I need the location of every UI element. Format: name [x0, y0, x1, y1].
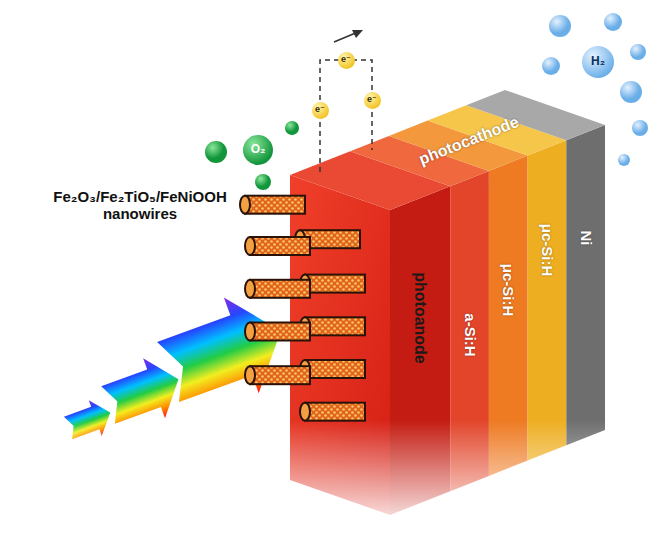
nanowire [240, 196, 305, 214]
nanowire [245, 237, 310, 255]
hydrogen-bubble [604, 13, 622, 31]
nanowire [245, 366, 310, 384]
photocathode-label: photocathode [416, 113, 521, 169]
hydrogen-bubble [632, 120, 648, 136]
ucsi-layer: μc-Si:H [536, 220, 559, 281]
node-text: a-Si:H [461, 313, 478, 356]
node-text: e⁻ [341, 55, 351, 65]
node-text: H₂ [591, 55, 605, 68]
hydrogen-bubble [620, 81, 642, 103]
electron: e⁻ [338, 52, 355, 69]
layer-side [528, 140, 567, 460]
oxygen-bubble [205, 141, 227, 163]
hydrogen-bubble [549, 15, 571, 37]
hydrogen-bubble: H₂ [582, 46, 614, 78]
hydrogen-bubble [630, 44, 646, 60]
oxygen-bubbles [205, 121, 299, 190]
ni-layer: Ni [575, 227, 598, 250]
node-text: e⁻ [367, 95, 377, 105]
node-text: e⁻ [315, 105, 325, 115]
hydrogen-bubble [542, 57, 560, 75]
hydrogen-bubble [618, 154, 630, 166]
node-text: photoanode [411, 272, 429, 364]
electron: e⁻ [364, 92, 381, 109]
nanowire [300, 403, 365, 421]
nanowire-label: Fe₂O₃/Fe₂TiO₅/FeNiOOH nanowires [40, 188, 240, 223]
oxygen-bubble [285, 121, 299, 135]
layer-side [566, 125, 605, 445]
nanowire [245, 280, 310, 298]
nanowires [240, 196, 365, 421]
oxygen-bubble [255, 174, 271, 190]
node-text: μc-Si:H [500, 264, 517, 317]
oxygen-bubble: O₂ [243, 135, 273, 165]
nanowire [245, 323, 310, 341]
circuit-wire [320, 60, 372, 172]
current-arrowhead [352, 30, 363, 38]
light-arrow [151, 283, 299, 420]
hydrogen-bubbles [542, 13, 648, 166]
electron: e⁻ [312, 102, 329, 119]
node-text: Ni [578, 231, 595, 246]
reflection-fade [0, 420, 654, 535]
node-text: μc-Si:H [539, 224, 556, 277]
asi-layer: a-Si:H [458, 309, 481, 360]
ucsi-layer: μc-Si:H [497, 260, 520, 321]
node-text: O₂ [251, 143, 266, 156]
photoanode-layer: photoanode [408, 268, 432, 368]
